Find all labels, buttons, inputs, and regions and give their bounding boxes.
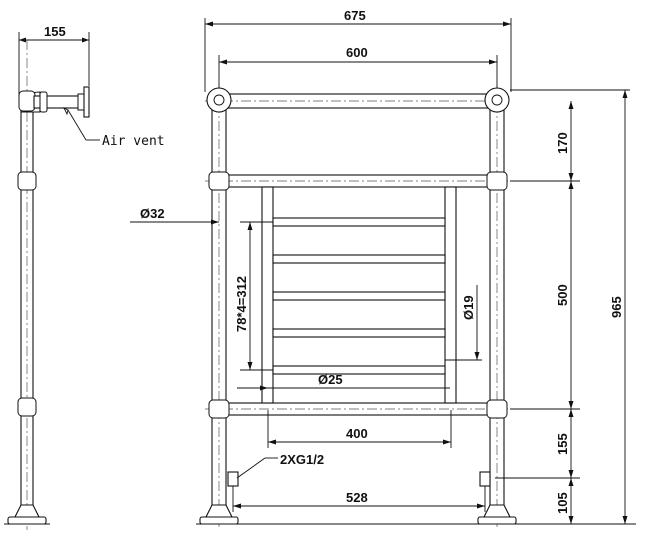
valve-spacing-label: 528 (346, 490, 368, 505)
side-joint-1 (17, 171, 37, 191)
panel-right-vertical (444, 186, 457, 404)
bar-dia-label: Ø19 (461, 295, 476, 320)
wall-plate (83, 86, 90, 118)
side-view: 155 Air vent (4, 24, 165, 530)
overall-width-label: 675 (344, 8, 366, 23)
side-depth-label: 155 (44, 24, 66, 39)
top-left-corner (206, 87, 232, 113)
panel-height-label: 500 (555, 284, 570, 306)
towel-bars (272, 217, 446, 375)
foot-height-label: 105 (555, 492, 570, 514)
right-valve (479, 471, 491, 487)
panel-pipe-dia-label: Ø25 (318, 372, 343, 387)
air-vent-label: Air vent (102, 134, 165, 149)
side-foot (14, 504, 40, 518)
right-joint-lower (486, 399, 508, 419)
right-foot (483, 504, 511, 518)
valve-thread-label: 2XG1/2 (280, 452, 324, 467)
left-foot (205, 504, 233, 518)
side-top-cap (18, 90, 36, 112)
front-view (196, 85, 636, 530)
main-pipe-dia-label: Ø32 (140, 206, 165, 221)
overall-height-label: 965 (609, 296, 624, 318)
bottom-gap-label: 155 (555, 433, 570, 455)
panel-left-vertical (261, 186, 274, 404)
top-section-label: 170 (555, 132, 570, 154)
inner-width-label: 400 (346, 426, 368, 441)
right-joint-upper (486, 171, 508, 191)
left-joint-lower (208, 399, 230, 419)
bar-pitch-label: 78*4=312 (234, 276, 249, 332)
left-joint-upper (208, 171, 230, 191)
rail-width-label: 600 (346, 45, 368, 60)
top-right-corner (484, 87, 510, 113)
dimensions: 675 600 170 500 155 105 965 (130, 8, 630, 524)
side-joint-2 (17, 397, 37, 417)
left-valve (227, 471, 239, 487)
